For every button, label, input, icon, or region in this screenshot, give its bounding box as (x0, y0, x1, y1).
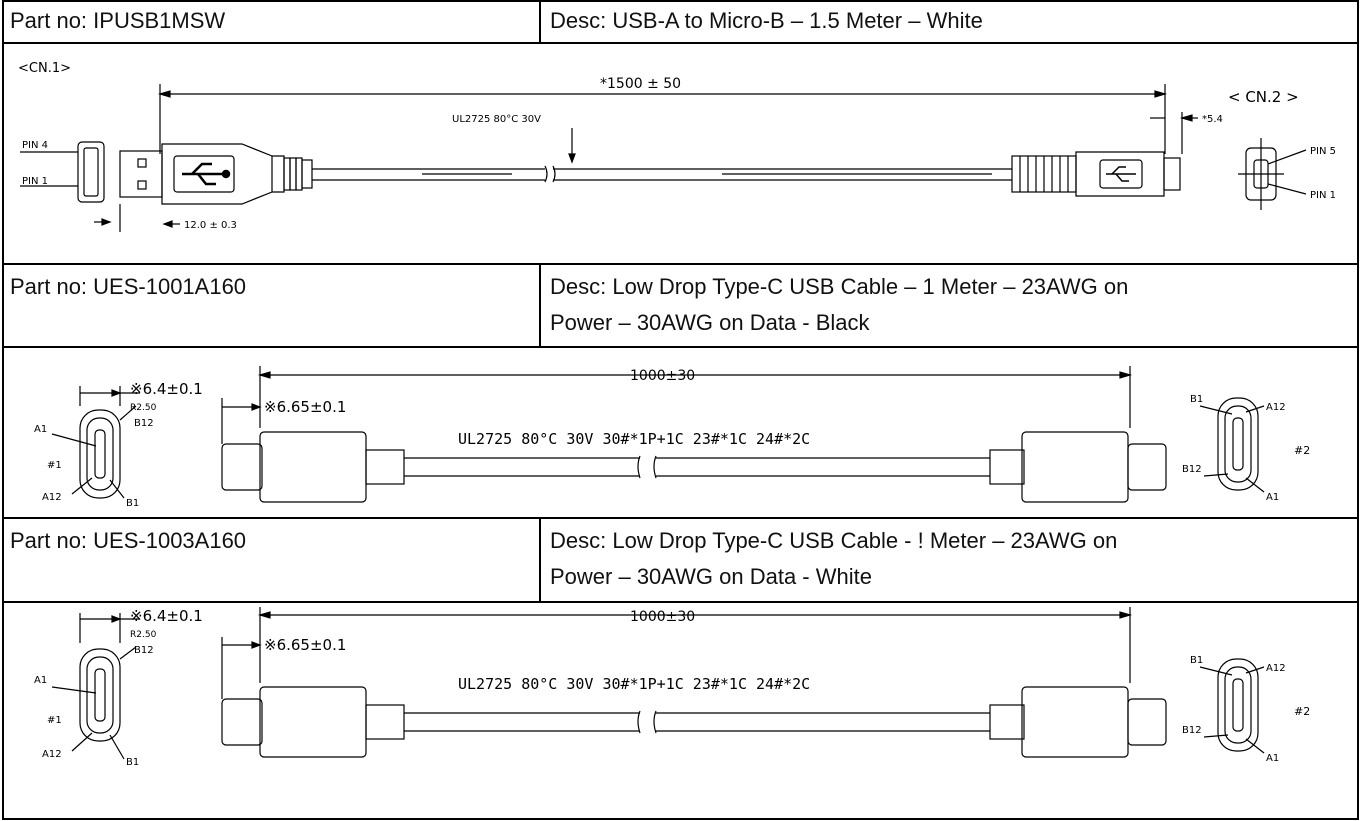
table-border-bottom (2, 818, 1359, 820)
table-border-top (2, 0, 1359, 2)
cable-spec: UL2725 80°C 30V 30#*1P+1C 23#*1C 24#*2C (458, 430, 810, 448)
part-number-3: Part no: UES-1003A160 (10, 528, 247, 553)
row-divider (2, 601, 1359, 603)
type-c-cable-drawing-white: ※6.4±0.1 R2.50 B12 A1 #1 A12 B1 1000±30 … (34, 607, 1310, 768)
column-divider (539, 517, 541, 602)
corner-radius-label: R2.50 (130, 630, 157, 640)
pin-a1-right-label: A1 (1266, 492, 1279, 503)
plug-length-dimension: ※6.65±0.1 (264, 398, 346, 416)
part-number-2: Part no: UES-1001A160 (10, 274, 247, 299)
description-1: Desc: USB-A to Micro-B – 1.5 Meter – Whi… (550, 8, 983, 33)
description-3-line-2: Power – 30AWG on Data - White (550, 564, 872, 589)
connector-2-label: #2 (1294, 444, 1310, 457)
connector-1-label: #1 (47, 460, 62, 471)
type-c-cable-drawing-black: ※6.4±0.1 R2.50 B12 A1 #1 A12 B1 1000±30 … (34, 366, 1310, 509)
pin-5-label: PIN 5 (1310, 146, 1336, 157)
pin-a1-right-label: A1 (1266, 753, 1279, 764)
plug-length-dimension: 12.0 ± 0.3 (184, 220, 237, 231)
cable-spec: UL2725 80°C 30V 30#*1P+1C 23#*1C 24#*2C (458, 675, 810, 693)
pin-b12-right-label: B12 (1182, 725, 1202, 736)
pin-b1-right-label: B1 (1190, 655, 1203, 666)
pin-a12-right-label: A12 (1266, 402, 1286, 413)
description-3-line-1: Desc: Low Drop Type-C USB Cable - ! Mete… (550, 528, 1118, 553)
pin-1-label-left: PIN 1 (22, 176, 48, 187)
pin-a12-right-label: A12 (1266, 663, 1286, 674)
row-divider (2, 346, 1359, 348)
column-divider (539, 0, 541, 43)
pin-b12-right-label: B12 (1182, 464, 1202, 475)
pin-1-label-right: PIN 1 (1310, 190, 1336, 201)
plug-length-dimension: ※6.65±0.1 (264, 636, 346, 654)
overall-length: 1000±30 (630, 368, 695, 384)
connector-width-dimension: ※6.4±0.1 (130, 607, 203, 625)
row-divider (2, 263, 1359, 265)
connector-1-label: #1 (47, 715, 62, 726)
overall-length: 1000±30 (630, 609, 695, 625)
micro-plug-dimension: *5.4 (1202, 114, 1223, 125)
usb-a-micro-b-drawing: <CN.1> < CN.2 > *1500 ± 50 UL2725 80°C 3… (18, 61, 1336, 232)
pin-b12-left-label: B12 (134, 645, 154, 656)
overall-length: *1500 ± 50 (600, 76, 681, 92)
cable-spec: UL2725 80°C 30V (452, 114, 541, 125)
connector-2-label: < CN.2 > (1228, 88, 1299, 106)
description-2-line-2: Power – 30AWG on Data - Black (550, 310, 870, 335)
description-2-line-1: Desc: Low Drop Type-C USB Cable – 1 Mete… (550, 274, 1129, 299)
pin-b1-left-label: B1 (126, 757, 139, 768)
table-border-left (2, 0, 4, 820)
pin-b1-right-label: B1 (1190, 394, 1203, 405)
row-divider (2, 517, 1359, 519)
pin-b1-left-label: B1 (126, 498, 139, 509)
usb-trident-icon (182, 162, 231, 186)
connector-width-dimension: ※6.4±0.1 (130, 380, 203, 398)
connector-1-label: <CN.1> (18, 61, 71, 76)
column-divider (539, 263, 541, 348)
row-divider (2, 42, 1359, 44)
pin-b12-left-label: B12 (134, 418, 154, 429)
part-number-1: Part no: IPUSB1MSW (10, 8, 226, 33)
corner-radius-label: R2.50 (130, 403, 157, 413)
pin-a1-left-label: A1 (34, 675, 47, 686)
pin-a1-left-label: A1 (34, 424, 47, 435)
usb-trident-icon (1106, 166, 1136, 182)
pin-a12-left-label: A12 (42, 749, 62, 760)
table-border-right (1357, 0, 1359, 820)
pin-4-label: PIN 4 (22, 140, 48, 151)
connector-2-label: #2 (1294, 705, 1310, 718)
pin-a12-left-label: A12 (42, 492, 62, 503)
